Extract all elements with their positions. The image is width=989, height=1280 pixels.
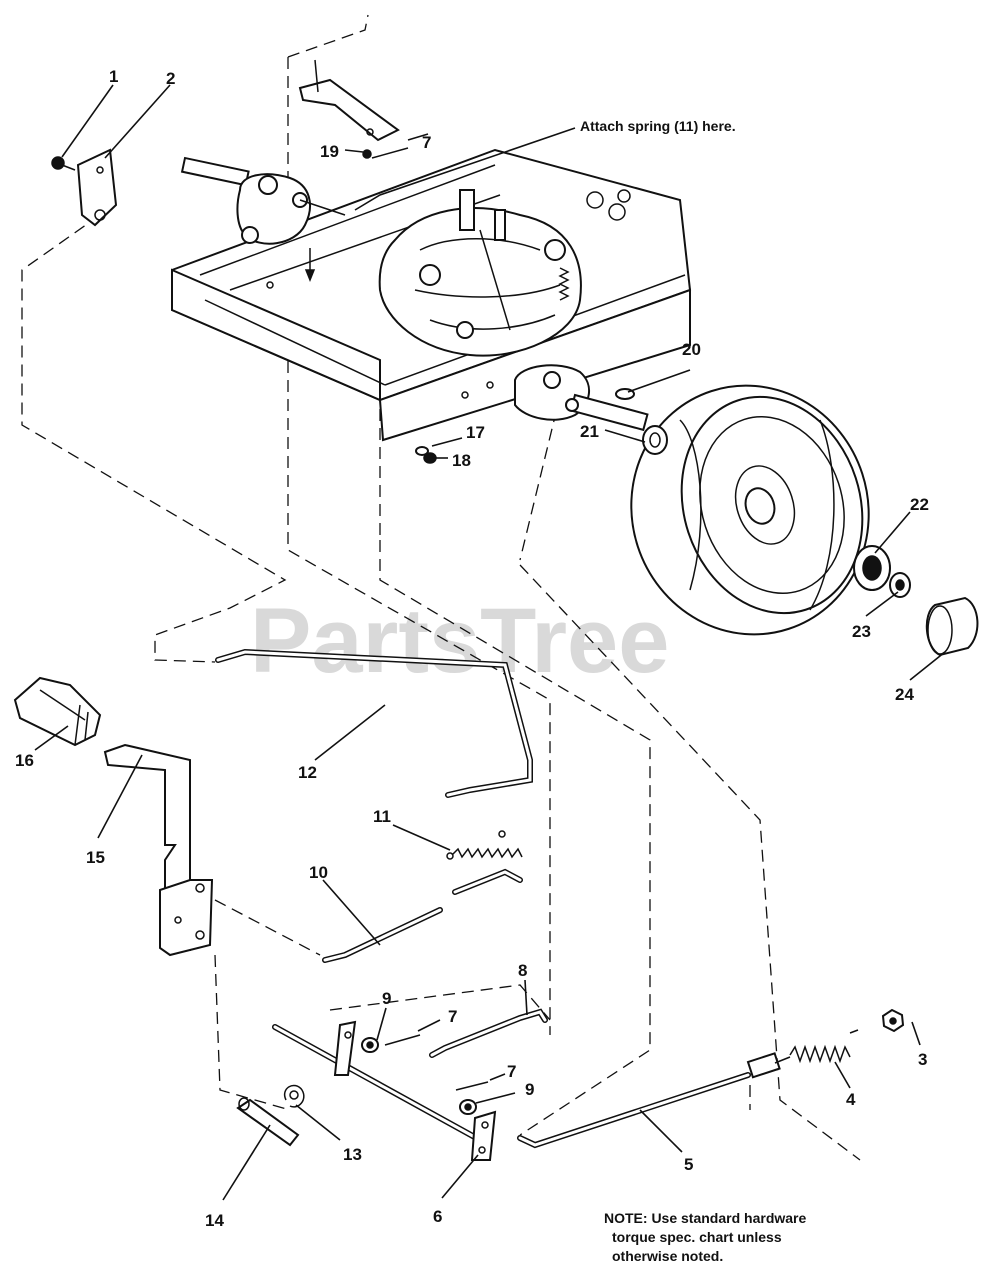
part-18-nut xyxy=(423,452,437,464)
part-5-cable xyxy=(517,1052,781,1149)
part-24-cap xyxy=(925,596,979,657)
hardware-note: NOTE: Use standard hardware torque spec.… xyxy=(604,1210,806,1264)
part-21-washer xyxy=(642,425,668,455)
left-axle-hub xyxy=(180,156,346,245)
callout-22: 22 xyxy=(910,495,929,514)
part-7-cotter-lower xyxy=(455,1081,489,1091)
part-15-pedal-arm xyxy=(103,743,214,957)
callout-9-upper: 9 xyxy=(382,989,391,1008)
callout-14: 14 xyxy=(205,1211,224,1230)
note-line-3: otherwise noted. xyxy=(612,1248,723,1264)
callout-17: 17 xyxy=(466,423,485,442)
callout-15: 15 xyxy=(86,848,105,867)
callout-21: 21 xyxy=(580,422,599,441)
callout-3: 3 xyxy=(918,1050,927,1069)
watermark: PartsTree xyxy=(250,590,669,692)
part-8-rod xyxy=(429,1008,548,1058)
callout-4: 4 xyxy=(846,1090,856,1109)
part-13-clip xyxy=(283,1084,305,1108)
callout-7-lower: 7 xyxy=(507,1062,516,1081)
part-2-bracket xyxy=(76,148,118,227)
part-22-bearing xyxy=(853,545,891,591)
callout-7-upper: 7 xyxy=(448,1007,457,1026)
part-9-washer-upper xyxy=(361,1037,379,1053)
part-23-nut xyxy=(889,572,911,598)
callout-13: 13 xyxy=(343,1145,362,1164)
part-1-screw xyxy=(51,156,76,171)
part-9-washer-lower xyxy=(459,1099,477,1115)
part-17-washer xyxy=(415,446,429,456)
part-7-cotter-upper xyxy=(384,1034,421,1046)
part-12-rod xyxy=(215,648,533,798)
callout-9-lower: 9 xyxy=(525,1080,534,1099)
callout-2: 2 xyxy=(166,69,175,88)
note-line-1: NOTE: Use standard hardware xyxy=(604,1210,806,1226)
upper-bracket xyxy=(298,59,400,142)
callout-5: 5 xyxy=(684,1155,693,1174)
callout-11: 11 xyxy=(373,807,391,826)
attach-spring-annotation: Attach spring (11) here. xyxy=(580,118,736,134)
callouts: 1 2 3 4 5 6 7 7 7 8 9 9 10 11 12 13 14 1… xyxy=(15,67,929,1230)
callout-12: 12 xyxy=(298,763,317,782)
part-19-pin xyxy=(362,149,372,159)
callout-10: 10 xyxy=(309,863,328,882)
callout-6: 6 xyxy=(433,1207,442,1226)
callout-23: 23 xyxy=(852,622,871,641)
callout-19: 19 xyxy=(320,142,339,161)
callout-18: 18 xyxy=(452,451,471,470)
part-16-pedal-pad xyxy=(13,676,102,747)
right-axle-hub xyxy=(514,364,649,432)
assembly-dashed-lines xyxy=(21,14,861,1161)
part-11-spring xyxy=(446,830,523,860)
tire-wheel xyxy=(630,384,870,636)
callout-7-top: 7 xyxy=(422,133,431,152)
part-6-shaft xyxy=(272,1020,497,1161)
transaxle-spring xyxy=(558,267,570,301)
transaxle xyxy=(378,189,582,357)
part-3-nut xyxy=(881,1008,905,1033)
callout-8: 8 xyxy=(518,961,527,980)
note-line-2: torque spec. chart unless xyxy=(612,1229,782,1245)
callout-1: 1 xyxy=(109,67,118,86)
part-14-pin xyxy=(236,1097,300,1147)
callout-16: 16 xyxy=(15,751,34,770)
part-4-spring xyxy=(774,1029,859,1064)
part-7-cotter-top xyxy=(304,147,409,283)
leader-lines xyxy=(34,84,946,1201)
part-10-rod xyxy=(322,868,523,963)
callout-20: 20 xyxy=(682,340,701,359)
callout-24: 24 xyxy=(895,685,914,704)
